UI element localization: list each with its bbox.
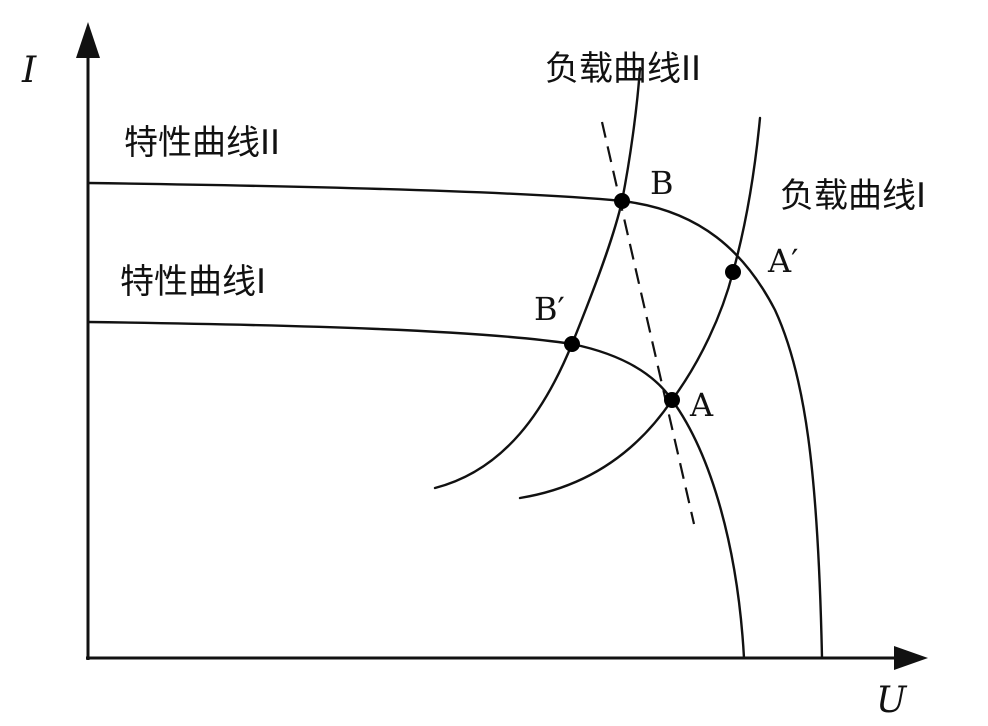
characteristic-curve-2 [86, 181, 824, 660]
point-b-label: B [650, 164, 674, 202]
point-a-prime [725, 264, 741, 280]
characteristic-curve-1 [86, 320, 746, 660]
point-b-prime-label: B′ [534, 290, 565, 328]
point-a [664, 392, 680, 408]
dashed-line [600, 121, 696, 525]
x-axis-label: U [876, 680, 908, 721]
y-axis-label: I [21, 50, 37, 91]
point-a-prime-label: A′ [767, 242, 798, 280]
load-curve-1-label: 负载曲线I [780, 176, 926, 216]
point-b-prime [564, 336, 580, 352]
characteristic-curve-2-label: 特性曲线II [124, 123, 280, 163]
point-a-label: A [689, 386, 714, 424]
characteristic-curve-1-label: 特性曲线I [120, 262, 266, 302]
x-axis-arrow [894, 646, 928, 670]
y-axis-arrow [76, 22, 100, 58]
load-curve-2-label: 负载曲线II [545, 49, 701, 89]
load-curve-1 [518, 116, 762, 500]
point-b [614, 193, 630, 209]
load-curve-2 [433, 66, 642, 490]
